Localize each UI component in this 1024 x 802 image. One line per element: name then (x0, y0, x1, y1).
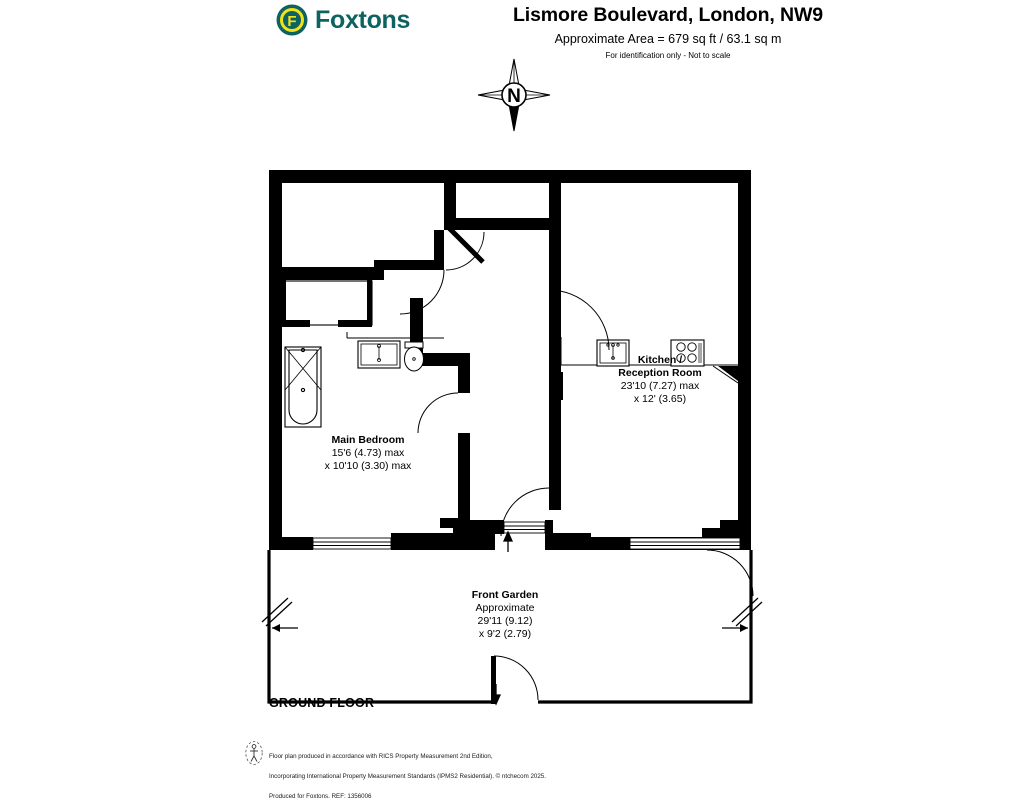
page-title: Lismore Boulevard, London, NW9 (512, 4, 824, 26)
door-swings (399, 231, 754, 701)
garden-dimension-arrowheads (272, 624, 748, 632)
footer-note: Floor plan produced in accordance with R… (245, 741, 546, 802)
kitchen-sink-icon (596, 339, 630, 367)
kitchen-label-line2: Reception Room (618, 367, 701, 379)
compass-letter: N (507, 86, 521, 107)
title-block: Lismore Boulevard, London, NW9 Approxima… (420, 4, 916, 61)
kitchen-corner-detail (712, 365, 739, 384)
door-leaves (447, 226, 485, 264)
room-label-front-garden: Front Garden Approximate 29'11 (9.12) x … (472, 589, 539, 640)
bedroom-dim1: 15'6 (4.73) max (332, 447, 405, 459)
footer-line-2: Incorporating International Property Mea… (269, 773, 546, 781)
approximate-area: Approximate Area = 679 sq ft / 63.1 sq m (554, 32, 782, 47)
room-labels: Kitchen / Reception Room 23'10 (7.27) ma… (325, 354, 702, 640)
surveyor-person-icon (245, 741, 263, 765)
page-header: F Foxtons Lismore Boulevard, London, NW9… (0, 0, 1024, 60)
garden-sublabel: Approximate (476, 602, 535, 614)
foxtons-roundel-icon: F (276, 4, 308, 36)
floor-plan-drawing: Kitchen / Reception Room 23'10 (7.27) ma… (0, 150, 1024, 710)
front-garden-gate-post (491, 656, 496, 704)
kitchen-label-line1: Kitchen / (638, 354, 682, 366)
windows (312, 521, 741, 550)
compass-north-icon: N (477, 58, 551, 132)
bathroom-fixtures (284, 346, 322, 428)
garden-dim2: x 9'2 (2.79) (479, 628, 531, 640)
bathroom-vanity (357, 340, 401, 369)
bedroom-closet (282, 280, 373, 326)
bedroom-dim2: x 10'10 (3.30) max (325, 460, 412, 472)
kitchen-counter-line (560, 337, 738, 366)
kitchen-dim2: x 12' (3.65) (634, 393, 686, 405)
footer-disclaimer: Floor plan produced in accordance with R… (269, 741, 546, 802)
garden-label: Front Garden (472, 589, 539, 601)
room-label-kitchen-reception: Kitchen / Reception Room 23'10 (7.27) ma… (618, 354, 701, 405)
kitchen-dim1: 23'10 (7.27) max (621, 380, 700, 392)
footer-line-3: Produced for Foxtons. REF: 1356006 (269, 793, 372, 801)
garden-dimension-markers (261, 597, 763, 629)
brand-name: Foxtons (315, 5, 411, 34)
foxtons-logo: F Foxtons (276, 4, 410, 36)
floor-plan-svg: Kitchen / Reception Room 23'10 (7.27) ma… (261, 170, 763, 706)
svg-text:F: F (287, 13, 296, 30)
floor-caption: GROUND FLOOR (269, 696, 375, 710)
front-garden-outline (267, 550, 753, 704)
kitchen-hob-icon (670, 339, 705, 367)
internal-walls (269, 183, 563, 528)
bedroom-label: Main Bedroom (332, 434, 405, 446)
entry-direction-arrows (490, 530, 514, 706)
garden-dim1: 29'11 (9.12) (478, 615, 533, 627)
room-label-main-bedroom: Main Bedroom 15'6 (4.73) max x 10'10 (3.… (325, 434, 412, 472)
toilet-fixture (404, 341, 424, 372)
disclaimer-text: For identification only - Not to scale (605, 51, 731, 61)
footer-line-1: Floor plan produced in accordance with R… (269, 753, 493, 761)
bathroom-counter-line (346, 332, 444, 339)
